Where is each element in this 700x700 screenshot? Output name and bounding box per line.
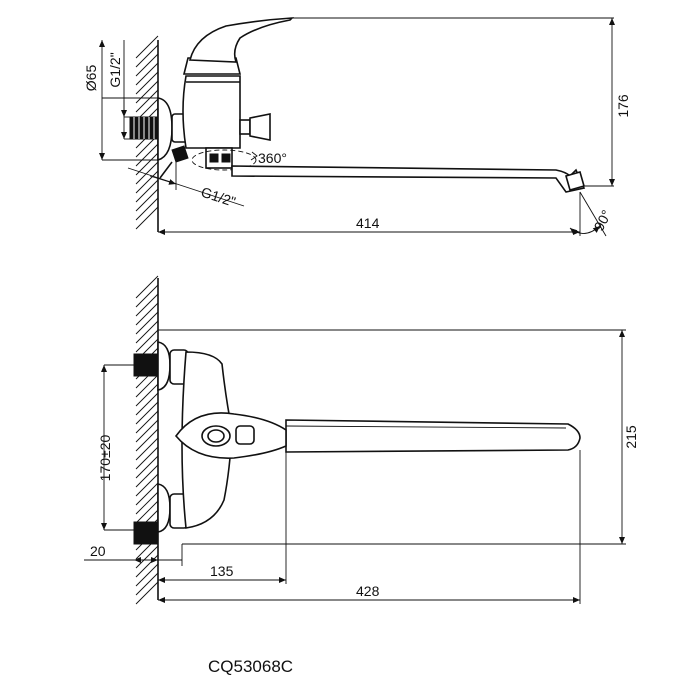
wall-hatch-line xyxy=(135,62,159,86)
wall-hatch-line xyxy=(135,143,159,167)
wall-hatch-line xyxy=(135,464,159,488)
wall-hatch-line xyxy=(135,152,159,176)
wall-hatch-line xyxy=(135,572,159,596)
wall-hatch-line xyxy=(135,170,159,194)
wall-hatch-line xyxy=(135,161,159,185)
dim-spout-length-bottom: 428 xyxy=(356,583,380,599)
dim-swivel-angle: 360° xyxy=(258,150,287,166)
wall-hatch-line xyxy=(135,455,159,479)
plan-view: 170±20 20 135 428 215 xyxy=(84,275,639,605)
dim-thread-inlet-top: G1/2" xyxy=(107,52,123,87)
dim-spout-length-top: 414 xyxy=(356,215,380,231)
wall-hatch-line xyxy=(135,581,159,605)
wall-hatch-line xyxy=(135,302,159,326)
mixer-body-top xyxy=(182,75,241,149)
wall-hatch-line xyxy=(135,428,159,452)
swivel-block-top xyxy=(205,147,233,169)
wall-hatch-line xyxy=(135,188,159,212)
wall-hatch-line xyxy=(135,197,159,221)
dim-handle-reach: 135 xyxy=(210,563,234,579)
wall-hatch-line xyxy=(135,35,159,59)
dim-diameter-top: Ø65 xyxy=(83,65,99,92)
wall-hatch-line xyxy=(135,284,159,308)
wall-hatch-line xyxy=(135,437,159,461)
wall-hatch-line xyxy=(135,473,159,497)
wall-hatch-line xyxy=(135,482,159,506)
wall-hatch-line xyxy=(135,80,159,104)
wall-hatch-line xyxy=(135,446,159,470)
lower-inlet-bottom xyxy=(133,483,189,545)
wall-hatch-line xyxy=(135,71,159,95)
dim-thread-outlet-top: G1/2" xyxy=(199,184,238,210)
wall-hatch-line xyxy=(135,410,159,434)
wall-hatch-line xyxy=(135,311,159,335)
wall-hatch-line xyxy=(135,401,159,425)
wall-hatch-line xyxy=(135,206,159,230)
wall-hatch-line xyxy=(135,89,159,113)
dim-center-distance: 170±20 xyxy=(97,434,113,481)
wall-hatch-line xyxy=(135,383,159,407)
wall-hatch-line xyxy=(135,419,159,443)
wall-hatch-line xyxy=(135,392,159,416)
wall-hatch-line xyxy=(135,179,159,203)
dim-offset: 20 xyxy=(90,543,106,559)
swivel-rotation-ellipse xyxy=(191,149,257,171)
side-view: Ø65 G1/2" 360° G1/2" 414 176 90° xyxy=(83,17,631,237)
dim-aerator-angle: 90° xyxy=(591,207,615,233)
wall-hatch-line xyxy=(135,563,159,587)
diverter-knob-top xyxy=(239,113,271,141)
dim-height: 176 xyxy=(615,94,631,118)
wall-hatch-line xyxy=(135,500,159,524)
hose-connection-top xyxy=(171,145,189,163)
lever-handle-bottom xyxy=(174,412,287,459)
wall-flange-top xyxy=(157,97,173,162)
lever-handle-top xyxy=(188,17,295,63)
wall-hatch-line xyxy=(135,275,159,299)
upper-inlet-bottom xyxy=(133,341,189,391)
wall-hatch-line xyxy=(135,293,159,317)
wall-hatch-line xyxy=(135,491,159,515)
wall-hatch-line xyxy=(135,329,159,353)
wall-hatch-line xyxy=(135,53,159,77)
wall-hatch-line xyxy=(135,320,159,344)
wall-hatch-line xyxy=(135,545,159,569)
dim-total-width: 215 xyxy=(623,425,639,449)
spout-top xyxy=(231,165,586,193)
wall-hatch-line xyxy=(135,374,159,398)
inlet-nipple-top xyxy=(129,116,159,140)
wall-hatch-line xyxy=(135,554,159,578)
spout-bottom xyxy=(285,419,581,453)
model-code: CQ53068C xyxy=(208,657,293,676)
aerator-top xyxy=(565,171,585,191)
wall-bottom xyxy=(135,275,159,605)
wall-hatch-line xyxy=(135,44,159,68)
